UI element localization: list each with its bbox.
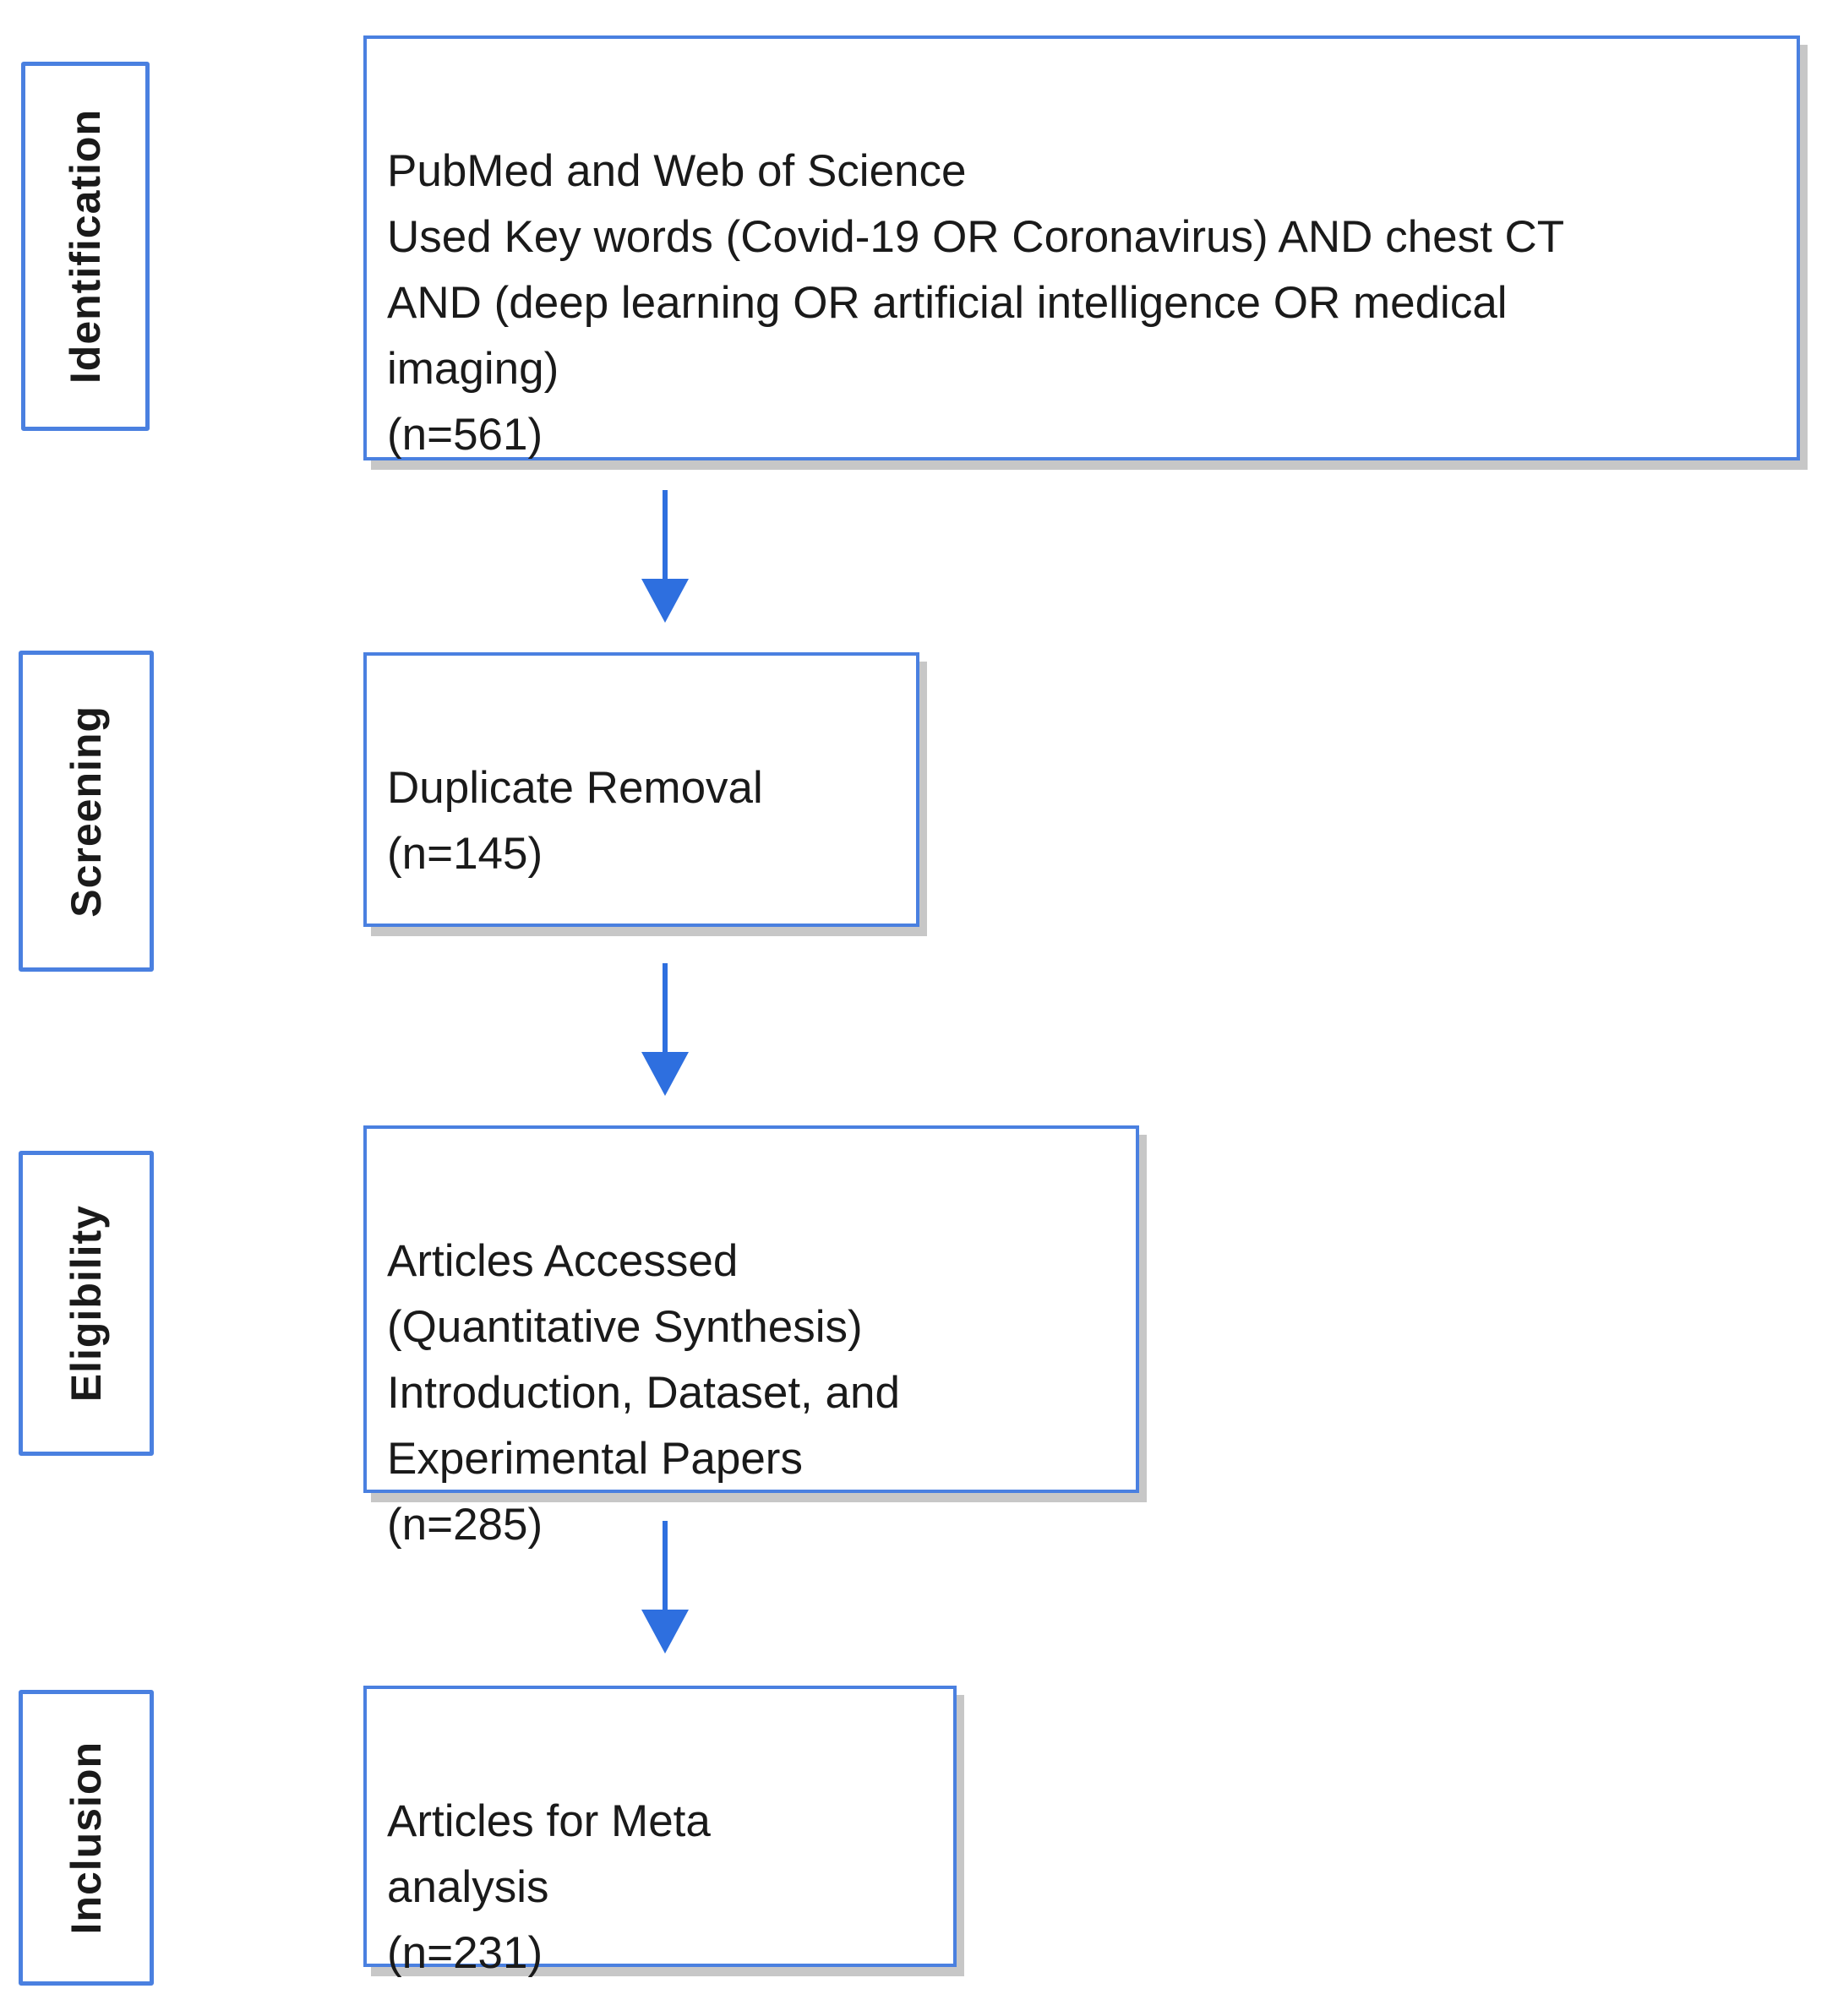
stage-box-identification: Identification [21, 62, 150, 431]
flow-box-articles-accessed: Articles Accessed (Quantitative Synthesi… [363, 1125, 1139, 1550]
flow-box-identification-search-text: PubMed and Web of Science Used Key words… [387, 146, 1565, 460]
down-arrow-icon-2 [641, 963, 689, 1096]
down-arrow-line-2 [663, 963, 668, 1052]
down-arrow-head-2 [641, 1052, 689, 1096]
down-arrow-head-3 [641, 1610, 689, 1654]
stage-box-screening: Screening [19, 651, 154, 972]
stage-label-eligibility: Eligibility [63, 1204, 110, 1403]
stage-label-identification: Identification [62, 108, 109, 384]
down-arrow-line-3 [663, 1521, 668, 1610]
down-arrow-line-1 [663, 490, 668, 579]
stage-box-eligibility: Eligibility [19, 1151, 154, 1456]
stage-box-inclusion: Inclusion [19, 1690, 154, 1986]
stage-label-screening: Screening [63, 705, 110, 918]
flow-box-duplicate-removal-text: Duplicate Removal (n=145) [387, 763, 763, 879]
down-arrow-icon-3 [641, 1521, 689, 1654]
flow-box-articles-meta-analysis-text: Articles for Meta analysis (n=231) [387, 1796, 711, 1978]
flow-box-duplicate-removal: Duplicate Removal (n=145) [363, 652, 919, 927]
down-arrow-icon-1 [641, 490, 689, 623]
flow-box-identification-search: PubMed and Web of Science Used Key words… [363, 35, 1800, 460]
flow-box-articles-meta-analysis: Articles for Meta analysis (n=231) [363, 1686, 957, 1978]
stage-label-inclusion: Inclusion [63, 1741, 110, 1935]
flow-box-articles-accessed-text: Articles Accessed (Quantitative Synthesi… [387, 1236, 900, 1550]
down-arrow-head-1 [641, 579, 689, 623]
